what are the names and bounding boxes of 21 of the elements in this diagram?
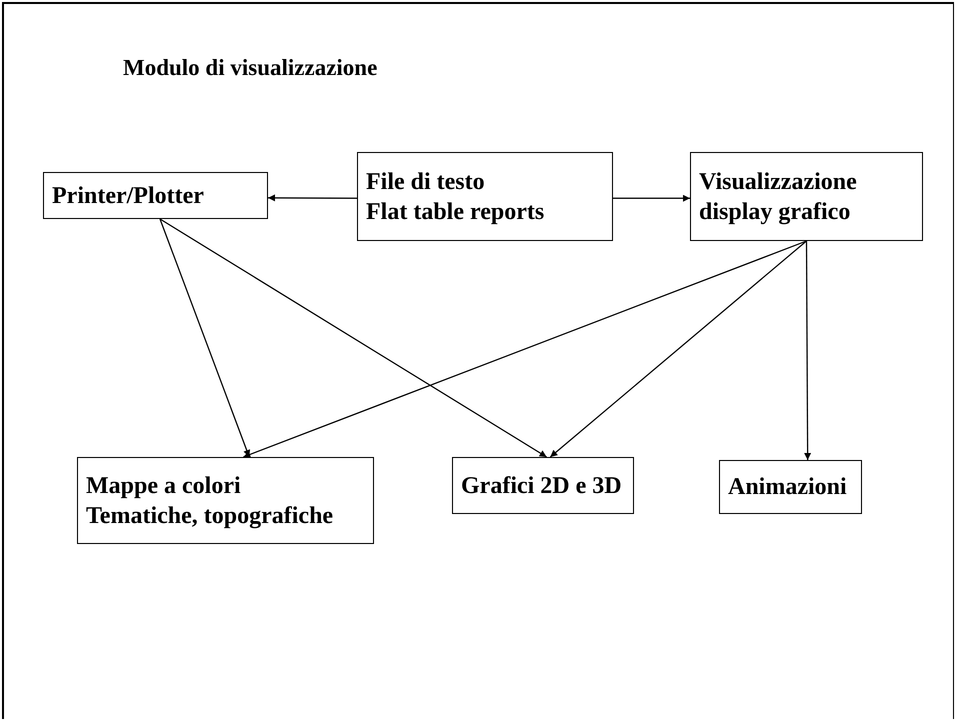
box-label: Visualizzazione display grafico bbox=[699, 168, 858, 226]
arrow bbox=[160, 218, 547, 458]
process-box bbox=[690, 152, 923, 241]
box-label: Animazioni bbox=[728, 473, 848, 502]
arrow bbox=[243, 240, 807, 458]
arrow bbox=[613, 194, 690, 202]
box-label: File di testo bbox=[366, 168, 486, 196]
box-label: Grafici 2D e 3D bbox=[461, 472, 623, 500]
process-box bbox=[719, 460, 862, 514]
arrow bbox=[804, 241, 812, 460]
process-box bbox=[43, 172, 268, 219]
box-label: Tematiche, topografiche bbox=[86, 502, 334, 530]
title: Modulo di visualizzazione bbox=[123, 55, 378, 81]
box-label: Mappe a colori bbox=[86, 472, 242, 500]
arrow bbox=[550, 240, 807, 458]
process-box bbox=[357, 152, 613, 241]
box-label: Flat table reports bbox=[366, 198, 546, 226]
process-box bbox=[452, 457, 634, 514]
process-box bbox=[77, 457, 374, 544]
arrow bbox=[268, 194, 357, 202]
box-label: Printer/Plotter bbox=[52, 182, 205, 210]
